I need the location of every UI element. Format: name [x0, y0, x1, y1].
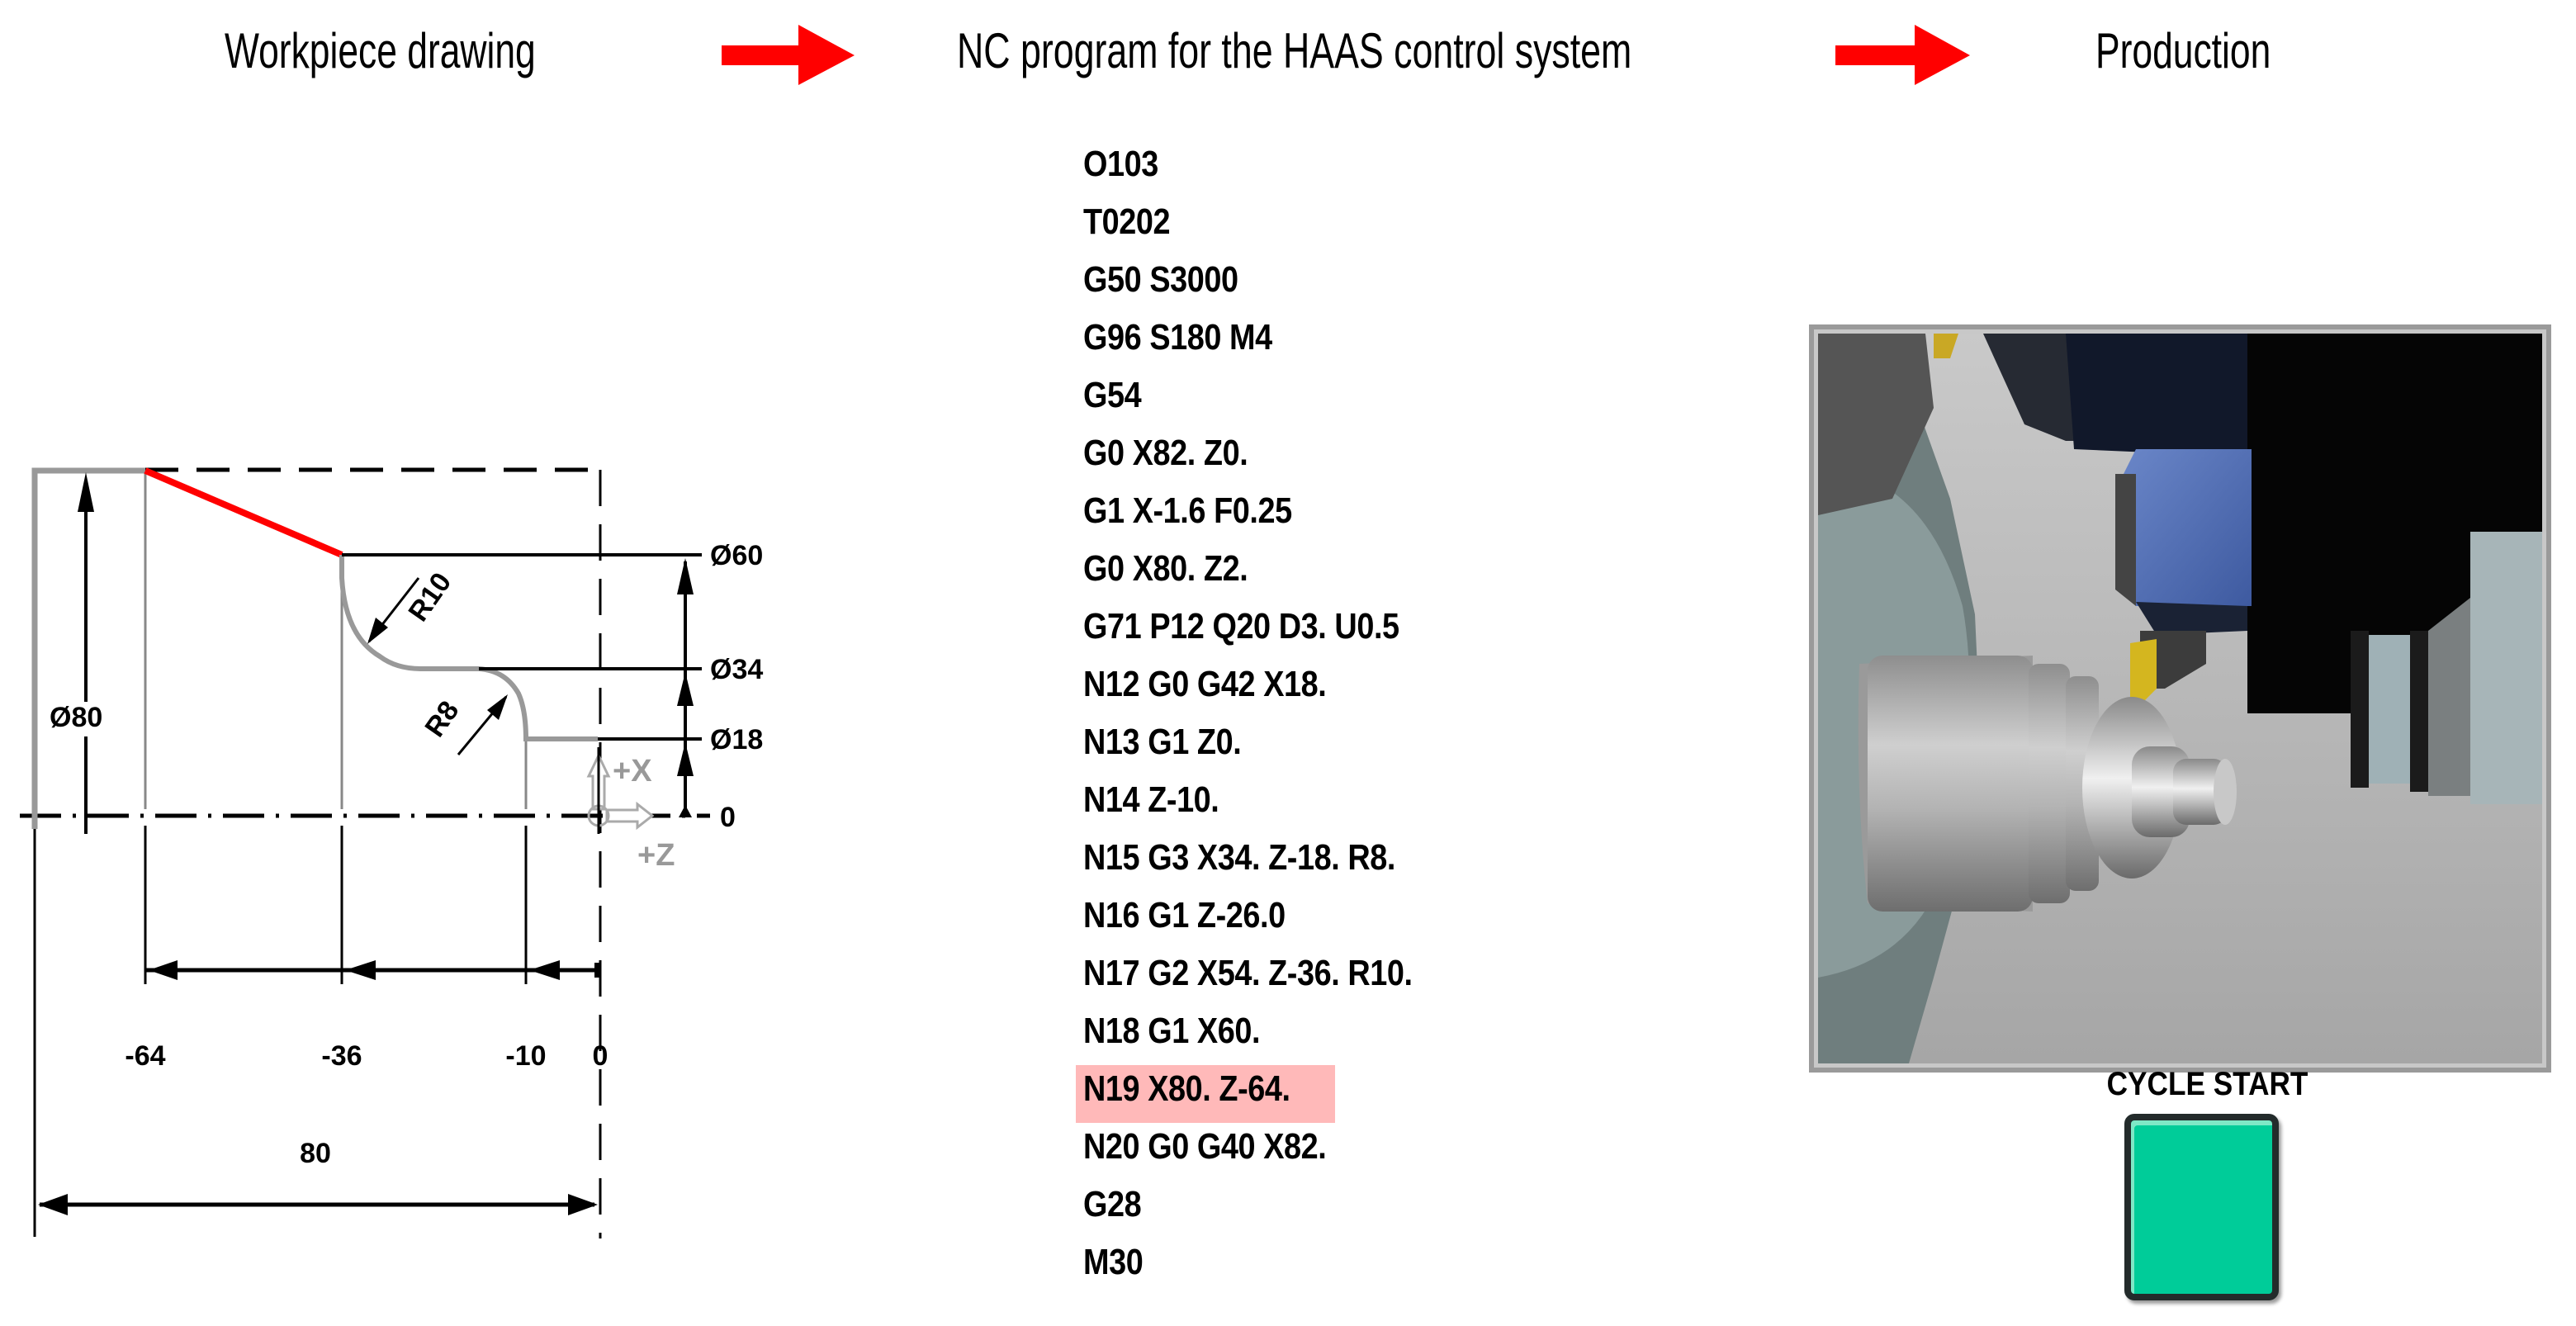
step-nc-program-title: NC program for the HAAS control system — [957, 23, 1632, 78]
nc-line: G71 P12 Q20 D3. U0.5 — [1083, 606, 1399, 646]
step-production-title: Production — [2095, 23, 2271, 78]
nc-line: N13 G1 Z0. — [1083, 722, 1242, 762]
lathe-simulation-image — [1818, 334, 2542, 1063]
z-label-minus36: -36 — [321, 1040, 362, 1072]
dim-label-d80: Ø80 — [50, 702, 102, 733]
highlight-background — [1076, 1065, 1335, 1123]
dim-label-d18: Ø18 — [710, 724, 763, 755]
z-label-minus64: -64 — [125, 1040, 165, 1072]
nc-line: N14 Z-10. — [1083, 779, 1219, 820]
nc-line: N16 G1 Z-26.0 — [1083, 895, 1286, 935]
nc-line: N15 G3 X34. Z-18. R8. — [1083, 837, 1395, 878]
nc-line: M30 — [1083, 1242, 1144, 1282]
dim-label-zero: 0 — [720, 802, 736, 833]
nc-line: G54 — [1083, 375, 1142, 415]
dim-label-d60: Ø60 — [710, 540, 763, 571]
z-label-zero: 0 — [593, 1040, 608, 1072]
cycle-start-button[interactable] — [2124, 1114, 2279, 1300]
nc-line: N12 G0 G42 X18. — [1083, 664, 1327, 704]
nc-program-listing: O103 T0202 G50 S3000 G96 S180 M4 G54 G0 … — [1073, 135, 1466, 1291]
production-simulation-viewport — [1809, 324, 2551, 1073]
z-label-minus10: -10 — [505, 1040, 546, 1072]
nc-line: G0 X80. Z2. — [1083, 548, 1248, 589]
nc-line: G50 S3000 — [1083, 259, 1238, 300]
right-arrow-icon — [1835, 25, 1970, 85]
dim-label-d34: Ø34 — [710, 654, 763, 685]
nc-line: G96 S180 M4 — [1083, 317, 1272, 358]
nc-line-highlighted: N19 X80. Z-64. — [1073, 1060, 1466, 1123]
nc-line: G1 X-1.6 F0.25 — [1083, 490, 1292, 531]
axis-label-x: +X — [613, 754, 652, 788]
radius-label-r8: R8 — [419, 695, 465, 742]
cycle-start-label: CYCLE START — [2107, 1066, 2308, 1102]
nc-line: N20 G0 G40 X82. — [1083, 1126, 1327, 1167]
radius-label-r10: R10 — [402, 567, 457, 627]
contour-radii — [339, 555, 598, 741]
nc-line: G28 — [1083, 1184, 1142, 1224]
contour-left — [31, 467, 145, 829]
right-arrow-icon — [722, 25, 855, 85]
nc-line: G0 X82. Z0. — [1083, 433, 1248, 473]
workpiece-drawing: Ø80 Ø60 Ø34 Ø18 0 R10 R8 -64 -36 -10 0 8… — [20, 467, 763, 1238]
nc-line: N17 G2 X54. Z-36. R10. — [1083, 953, 1413, 993]
length-label-80: 80 — [300, 1138, 331, 1169]
coordinate-system-icon — [586, 752, 655, 831]
nc-line: T0202 — [1083, 201, 1171, 242]
nc-line: O103 — [1083, 144, 1158, 184]
axis-label-z: +Z — [637, 838, 675, 873]
step-workpiece-drawing-title: Workpiece drawing — [225, 23, 536, 78]
highlighted-taper-segment — [144, 467, 343, 558]
nc-line: N18 G1 X60. — [1083, 1011, 1261, 1051]
